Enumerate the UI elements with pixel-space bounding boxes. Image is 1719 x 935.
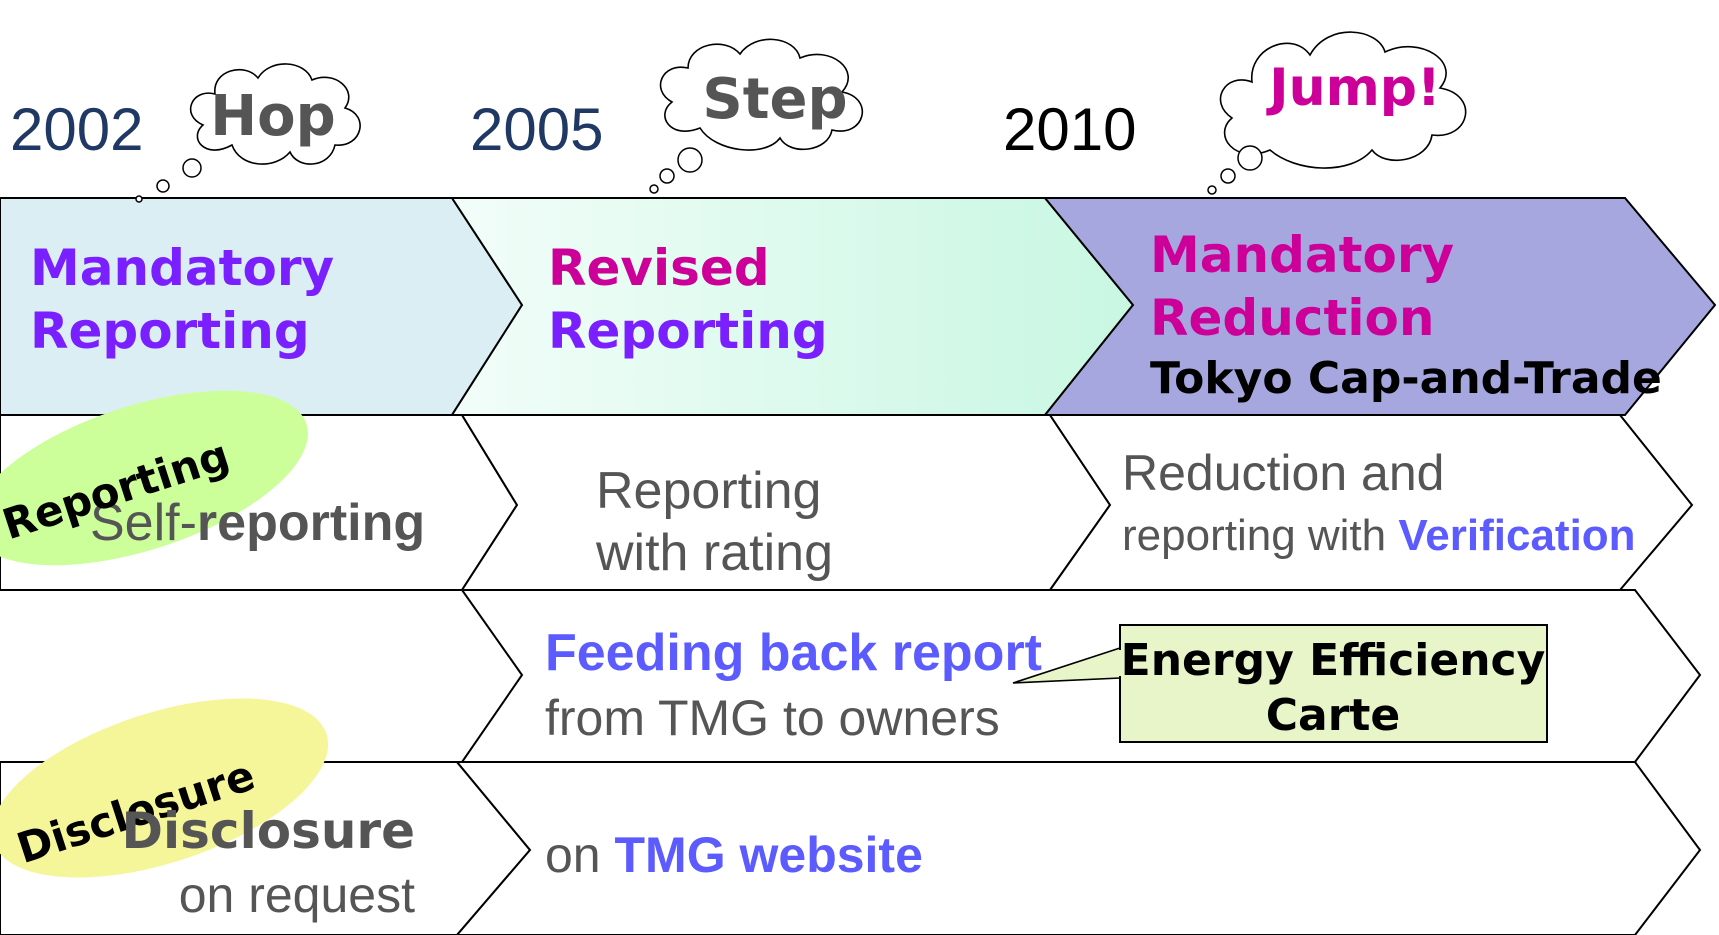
self-prefix: Self- — [90, 494, 197, 552]
phase3-subtitle: Tokyo Cap-and-Trade — [1150, 353, 1662, 404]
phase-chevron-mandatory-reduction — [1042, 197, 1717, 416]
feedback-line1: Feeding back report — [545, 624, 1042, 682]
phase2-title-line2: Reporting — [548, 302, 828, 360]
callout-line2: Carte — [1266, 690, 1401, 741]
ellipse-label-disclosure — [0, 698, 329, 878]
reduction-line2-prefix: reporting with — [1122, 511, 1398, 560]
phase2-title-line1: Revised — [548, 239, 770, 297]
website-prefix: on — [545, 827, 615, 883]
phase1-title-line2: Reporting — [30, 302, 310, 360]
year-2005: 2005 — [470, 96, 603, 163]
website-link: TMG website — [615, 827, 923, 883]
thought-bubble-step: Step — [649, 38, 864, 194]
verification-text: Verification — [1398, 511, 1635, 560]
rating-line1: Reporting — [596, 462, 821, 520]
ellipse-label-reporting — [0, 390, 308, 566]
rating-line2: with rating — [595, 524, 833, 582]
year-2010: 2010 — [1003, 96, 1136, 163]
disclosure-sub: on request — [179, 867, 415, 923]
self-reporting-text: Self-reporting — [90, 494, 425, 552]
reduction-line2: reporting with Verification — [1122, 511, 1636, 560]
phase1-title-line1: Mandatory — [30, 239, 334, 297]
svg-text:Hop: Hop — [210, 84, 335, 149]
callout-line1: Energy Efficiency — [1121, 635, 1546, 686]
row-chevron-tmg-website — [454, 761, 1702, 935]
thought-bubble-jump: Jump! — [1207, 31, 1467, 195]
callout-energy-efficiency-carte: Energy Efficiency Carte — [1012, 624, 1548, 743]
row-chevron-reduction-verification — [1048, 414, 1694, 591]
year-2002: 2002 — [10, 96, 143, 163]
website-text: on TMG website — [545, 827, 923, 883]
reduction-line1: Reduction and — [1122, 445, 1444, 501]
self-bold: reporting — [197, 494, 425, 552]
svg-text:Jump!: Jump! — [1266, 58, 1441, 118]
phase3-title-line1: Mandatory — [1150, 226, 1454, 284]
disclosure-bold: Disclosure — [122, 802, 415, 860]
thought-bubble-hop: Hop — [135, 63, 361, 203]
svg-text:Step: Step — [702, 67, 847, 132]
phase3-title-line2: Reduction — [1150, 289, 1434, 347]
feedback-line2: from TMG to owners — [545, 690, 1000, 746]
